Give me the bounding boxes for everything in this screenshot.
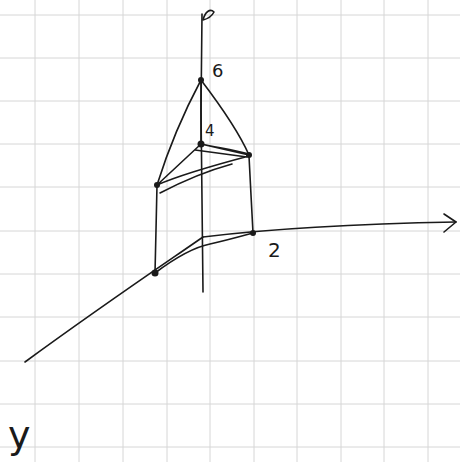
- axis-value: 4: [205, 124, 215, 139]
- y-axis: [25, 237, 203, 362]
- axis-name: y: [8, 416, 31, 454]
- axis-value: 2: [268, 240, 281, 260]
- point: [152, 270, 159, 277]
- hatch-strokes: [160, 164, 232, 193]
- point: [246, 152, 252, 158]
- point: [154, 182, 160, 188]
- x-axis: [203, 222, 456, 237]
- point: [198, 77, 204, 83]
- top-face: [157, 144, 249, 185]
- x-arrowhead: [444, 214, 456, 232]
- axis-value: 6: [212, 62, 223, 80]
- z-axis: [201, 14, 203, 292]
- apex-edges: [157, 80, 249, 185]
- z-arrowhead: [203, 10, 214, 20]
- point: [250, 230, 256, 236]
- point: [198, 141, 205, 148]
- base-edges: [155, 233, 253, 273]
